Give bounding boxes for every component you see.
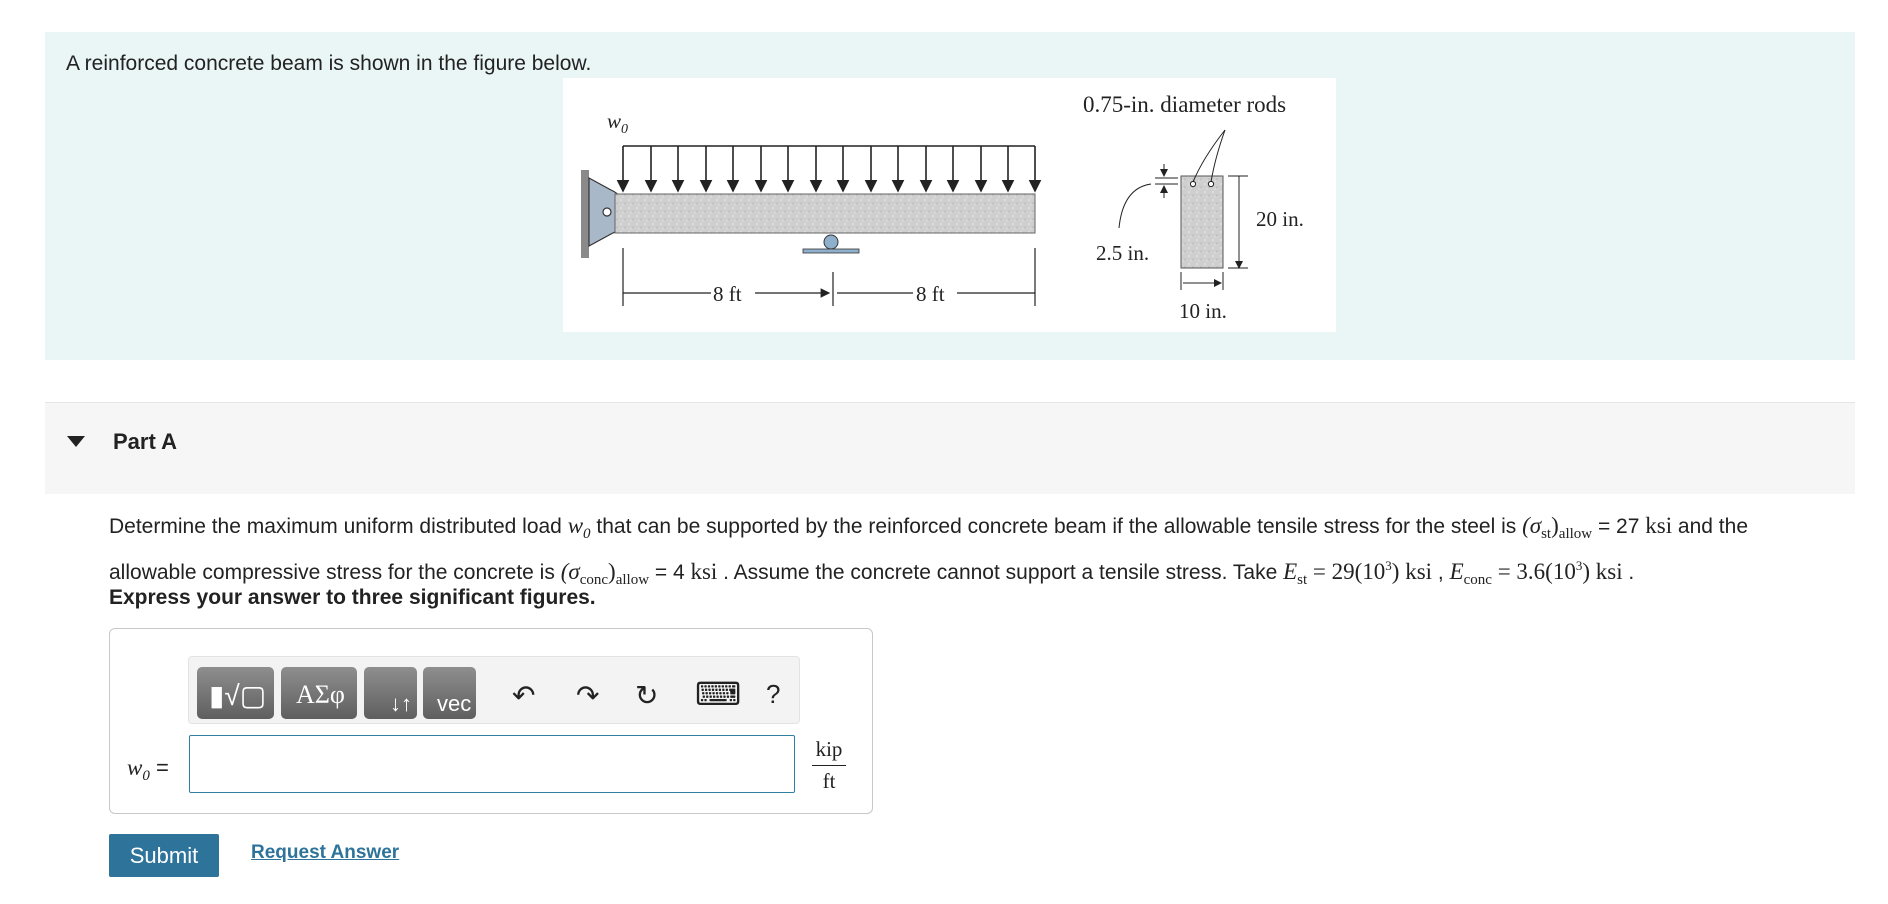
q-ksi-1: ksi <box>1645 513 1673 538</box>
q-eq-3: = 29(10 <box>1307 559 1386 584</box>
q-text-2: that can be supported by the reinforced … <box>590 515 1523 538</box>
q-sigma-st-sub: st <box>1541 526 1552 542</box>
q-allow-2: allow <box>615 572 650 588</box>
math-toolbar: ▮√▢ ΑΣφ ↓↑ vec ↶ ↷ ↻ ⌨ ? <box>188 656 800 724</box>
answer-variable-label: w0 = <box>127 755 169 785</box>
answer-input[interactable] <box>189 735 795 793</box>
q-comma: , <box>1432 561 1450 584</box>
q-exp-2: 3 <box>1575 558 1583 573</box>
question-text: Determine the maximum uniform distribute… <box>109 510 1809 596</box>
q-ksi-2: ksi <box>690 559 718 584</box>
span-right-label: 8 ft <box>916 282 945 306</box>
span-dimension <box>622 248 1036 306</box>
collapse-caret-icon[interactable] <box>67 436 85 447</box>
q-sigma-conc-close: ) <box>608 559 616 584</box>
width-label: 10 in. <box>1179 299 1227 323</box>
q-e-conc: E <box>1449 559 1464 584</box>
undo-icon[interactable]: ↶ <box>512 680 536 711</box>
q-sigma-conc-sub: conc <box>579 572 609 588</box>
beam-body <box>614 193 1036 234</box>
unit-denominator: ft <box>822 769 836 793</box>
rods-label: 0.75-in. diameter rods <box>1083 92 1286 117</box>
load-label: w <box>607 109 621 133</box>
intro-text: A reinforced concrete beam is shown in t… <box>66 52 592 75</box>
keyboard-icon[interactable]: ⌨ <box>695 676 742 712</box>
q-end: . <box>1622 561 1635 584</box>
q-allow-1: allow <box>1558 526 1593 542</box>
answer-panel: ▮√▢ ΑΣφ ↓↑ vec ↶ ↷ ↻ ⌨ ? w0 = kip ft <box>109 628 873 814</box>
q-sigma-st-close: ) <box>1551 513 1559 538</box>
part-title: Part A <box>113 429 177 454</box>
distributed-load <box>616 145 1042 193</box>
q-sigma-conc: (σ <box>560 559 580 584</box>
arrows-button[interactable]: ↓↑ <box>364 667 417 719</box>
vec-label: vec <box>437 691 472 716</box>
templates-icon: ▮√▢ <box>209 680 267 711</box>
q-eq-2: = 4 <box>649 561 691 584</box>
q-w-sub: 0 <box>583 526 591 542</box>
q-sigma-st: (σ <box>1522 513 1542 538</box>
q-eq-4: = 3.6(10 <box>1491 559 1576 584</box>
cross-section <box>1180 175 1224 269</box>
q-text-1: Determine the maximum uniform distribute… <box>109 515 568 538</box>
q-close-1: ) ksi <box>1391 559 1433 584</box>
cover-label: 2.5 in. <box>1096 241 1149 265</box>
q-e-conc-sub: conc <box>1463 572 1492 588</box>
answer-var-sub: 0 <box>142 768 150 784</box>
depth-label: 20 in. <box>1256 207 1304 231</box>
svg-text:w0: w0 <box>607 109 628 137</box>
beam-figure: w0 8 ft 8 ft <box>563 78 1336 332</box>
q-exp-1: 3 <box>1385 558 1392 573</box>
reset-icon[interactable]: ↻ <box>635 680 659 711</box>
q-e-st: E <box>1283 559 1298 584</box>
roller-support <box>802 234 860 254</box>
problem-intro: A reinforced concrete beam is shown in t… <box>45 32 1855 360</box>
instruction-text: Express your answer to three significant… <box>109 586 596 609</box>
redo-icon[interactable]: ↷ <box>576 680 600 711</box>
help-button[interactable]: ? <box>766 679 781 709</box>
vector-button[interactable]: vec <box>423 667 476 719</box>
q-eq-1: = 27 <box>1592 515 1646 538</box>
greek-symbols-button[interactable]: ΑΣφ <box>281 667 357 719</box>
request-answer-link[interactable]: Request Answer <box>251 842 400 863</box>
q-text-3: and the allowable compressive stress for… <box>109 515 1748 584</box>
span-left-label: 8 ft <box>713 282 742 306</box>
load-label-sub: 0 <box>621 122 628 137</box>
greek-label: ΑΣφ <box>296 680 345 709</box>
answer-equals: = <box>149 755 169 780</box>
unit-numerator: kip <box>812 737 846 766</box>
answer-var: w <box>127 755 143 780</box>
answer-unit: kip ft <box>812 737 846 794</box>
q-close-2: ) ksi <box>1582 559 1623 584</box>
submit-button[interactable]: Submit <box>109 834 219 877</box>
q-text-4: . Assume the concrete cannot support a t… <box>717 561 1284 584</box>
q-e-st-sub: st <box>1297 572 1308 588</box>
templates-button[interactable]: ▮√▢ <box>197 667 274 719</box>
part-a-header[interactable]: Part A <box>45 402 1855 494</box>
q-w-var: w <box>567 513 584 538</box>
arrows-label: ↓↑ <box>390 691 412 716</box>
